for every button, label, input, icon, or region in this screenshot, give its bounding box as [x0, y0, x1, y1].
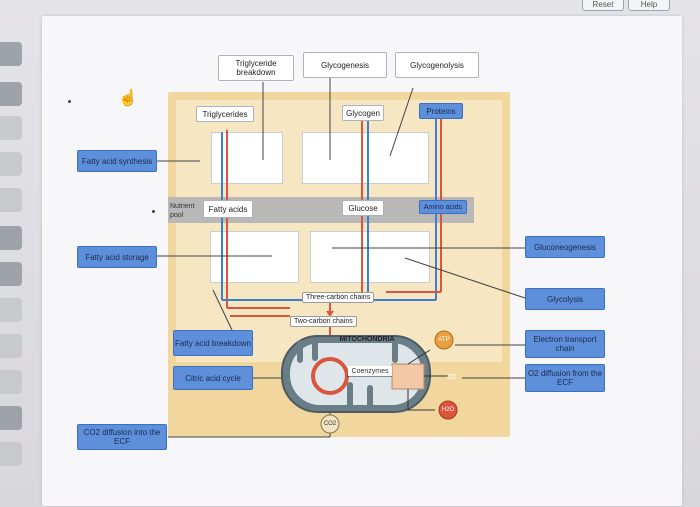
side-tab[interactable]	[0, 116, 22, 140]
three-carbon-chains-label: Three-carbon chains	[302, 292, 375, 303]
dot-marker	[68, 100, 71, 103]
two-carbon-chains-label: Two-carbon chains	[290, 316, 357, 327]
triglycerides-label: Triglycerides	[196, 106, 254, 122]
label-gluconeogenesis[interactable]: Gluconeogenesis	[525, 236, 605, 258]
side-tab[interactable]	[0, 188, 22, 212]
coenzymes-label: Coenzymes	[348, 366, 392, 376]
h2o-label: H2O	[441, 406, 455, 413]
side-tab[interactable]	[0, 226, 22, 250]
label-triglyceride-breakdown[interactable]: Triglyceride breakdown	[218, 55, 294, 81]
drop-zone[interactable]	[302, 132, 429, 184]
co2-label: CO2	[323, 420, 337, 427]
amino-acids-label: Amino acids	[419, 200, 467, 214]
side-tab[interactable]	[0, 442, 22, 466]
side-tab[interactable]	[0, 298, 22, 322]
label-co2-diffusion-into-ecf[interactable]: CO2 diffusion into the ECF	[77, 424, 167, 450]
label-glycogenesis[interactable]: Glycogenesis	[303, 52, 387, 78]
label-fatty-acid-storage[interactable]: Fatty acid storage	[77, 246, 157, 268]
nutrient-pool-label: Nutrient pool	[170, 203, 195, 219]
drop-zone[interactable]	[210, 231, 299, 283]
dot-marker	[152, 210, 155, 213]
side-tab[interactable]	[0, 82, 22, 106]
label-citric-acid-cycle[interactable]: Citric acid cycle	[173, 366, 253, 390]
label-fatty-acid-synthesis[interactable]: Fatty acid synthesis	[77, 150, 157, 172]
hand-cursor-icon: ☝	[118, 90, 138, 107]
fatty-acids-label: Fatty acids	[203, 200, 253, 218]
label-electron-transport-chain[interactable]: Electron transport chain	[525, 330, 605, 358]
proteins-label: Proteins	[419, 103, 463, 119]
drop-zone[interactable]	[310, 231, 430, 283]
label-glycolysis[interactable]: Glycolysis	[525, 288, 605, 310]
side-tab[interactable]	[0, 42, 22, 66]
side-tab[interactable]	[0, 262, 22, 286]
o2-label: O2	[447, 373, 457, 381]
side-tab[interactable]	[0, 334, 22, 358]
side-tab[interactable]	[0, 152, 22, 176]
label-glycogenolysis[interactable]: Glycogenolysis	[395, 52, 479, 78]
side-tab[interactable]	[0, 406, 22, 430]
atp-label: ATP	[438, 336, 450, 343]
glycogen-label: Glycogen	[342, 105, 384, 121]
label-fatty-acid-breakdown[interactable]: Fatty acid breakdown	[173, 330, 253, 356]
label-o2-diffusion-from-ecf[interactable]: O2 diffusion from the ECF	[525, 364, 605, 392]
help-button[interactable]: Help	[628, 0, 670, 11]
side-tab[interactable]	[0, 370, 22, 394]
glucose-label: Glucose	[342, 200, 384, 216]
reset-button[interactable]: Reset	[582, 0, 624, 11]
mitochondria-label: MITOCHONDRIA	[339, 335, 395, 343]
